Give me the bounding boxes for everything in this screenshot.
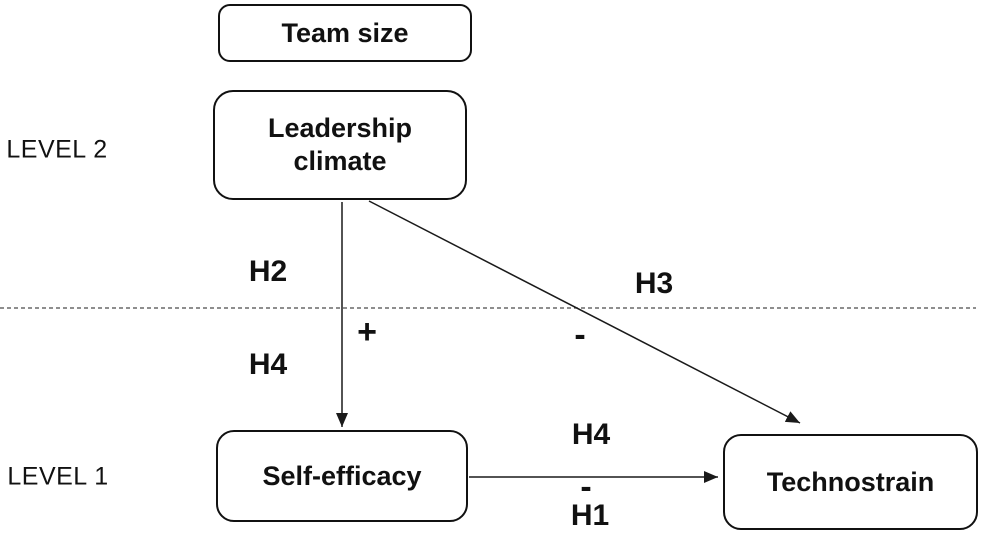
edge-label-minus-diagonal: - (574, 316, 586, 354)
node-team-size-label: Team size (281, 17, 409, 48)
node-leadership-climate: Leadership climate (213, 90, 467, 200)
edge-label-h4-cross-level: H4 (248, 348, 288, 381)
edge-label-plus-sign: + (357, 313, 377, 351)
node-self-efficacy: Self-efficacy (216, 430, 468, 522)
edge-label-h4-direct: H4 (571, 418, 611, 451)
node-technostrain-label: Technostrain (766, 466, 935, 497)
edge-label-h2: H2 (248, 255, 288, 288)
edge-label-h1: H1 (570, 499, 610, 532)
node-self-efficacy-label: Self-efficacy (262, 460, 422, 491)
level-2-label: LEVEL 2 (6, 135, 108, 164)
node-leadership-climate-label: Leadership climate (267, 113, 413, 176)
node-technostrain: Technostrain (723, 434, 978, 530)
node-team-size: Team size (218, 4, 472, 62)
edge-label-h3: H3 (634, 267, 674, 300)
arrow-leadership-to-technostrain (368, 200, 801, 424)
edge-label-minus-direct: - (580, 468, 592, 506)
level-1-label: LEVEL 1 (7, 462, 109, 491)
